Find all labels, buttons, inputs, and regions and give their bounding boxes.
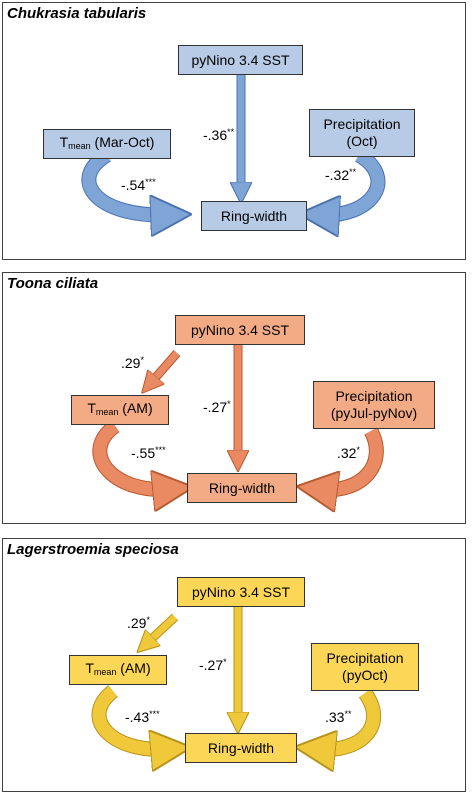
enso-label: pyNino 3.4 SST xyxy=(191,583,291,600)
species-title: Lagerstroemia speciosa xyxy=(7,541,179,558)
precipitation-box: Precipitation (pyJul-pyNov) xyxy=(313,381,435,429)
temp-prefix: T xyxy=(87,399,96,416)
temperature-box: Tmean (AM) xyxy=(69,655,167,685)
species-title: Chukrasia tabularis xyxy=(7,5,147,22)
precip-label: Precipitation xyxy=(335,388,413,404)
temp-prefix: T xyxy=(59,133,69,150)
path-arrows xyxy=(81,75,386,261)
temp-period: (AM) xyxy=(116,659,151,676)
panel-toona: Toona ciliata pyNino 3.4 SST Tmean (AM) … xyxy=(2,272,466,524)
ring-label: Ring-width xyxy=(208,479,276,496)
temp-subscript: mean xyxy=(95,406,119,417)
temp-subscript: mean xyxy=(68,140,91,151)
precip-period: (Oct) xyxy=(346,133,378,149)
temperature-box: Tmean (AM) xyxy=(71,395,169,425)
temp-subscript: mean xyxy=(93,666,117,677)
panel-chukrasia: Chukrasia tabularis pyNino 3.4 SST Tmean… xyxy=(2,2,466,260)
ring-width-box: Ring-width xyxy=(201,201,307,231)
precip-ring-coef: .33** xyxy=(325,709,352,725)
precipitation-box: Precipitation (Oct) xyxy=(309,109,415,157)
precip-period: (pyJul-pyNov) xyxy=(330,405,418,421)
ring-label: Ring-width xyxy=(220,207,288,224)
enso-box: pyNino 3.4 SST xyxy=(177,577,305,607)
enso-box: pyNino 3.4 SST xyxy=(175,315,305,345)
precip-ring-coef: -.32** xyxy=(325,167,357,183)
path-arrows xyxy=(91,607,382,793)
precip-label: Precipitation xyxy=(326,650,404,666)
path-arrows xyxy=(92,345,384,525)
temperature-box: Tmean (Mar-Oct) xyxy=(43,129,171,159)
enso-temp-coef: .29* xyxy=(127,615,150,631)
species-title: Toona ciliata xyxy=(7,275,99,292)
ring-width-box: Ring-width xyxy=(187,473,297,503)
precipitation-box: Precipitation (pyOct) xyxy=(311,643,419,691)
enso-temp-coef: .29* xyxy=(121,355,144,371)
enso-ring-coef: -.36** xyxy=(203,127,235,143)
temp-ring-coef: -.54*** xyxy=(121,177,156,193)
enso-ring-coef: -.27* xyxy=(203,399,231,415)
temp-ring-coef: -.55*** xyxy=(131,445,166,461)
enso-label: pyNino 3.4 SST xyxy=(191,51,290,68)
temp-ring-coef: -.43*** xyxy=(125,709,160,725)
panel-lagerstroemia: Lagerstroemia speciosa pyNino 3.4 SST Tm… xyxy=(2,538,466,792)
precip-label: Precipitation xyxy=(323,116,401,132)
ring-width-box: Ring-width xyxy=(185,733,297,763)
enso-box: pyNino 3.4 SST xyxy=(178,45,303,75)
enso-label: pyNino 3.4 SST xyxy=(190,321,290,338)
enso-ring-coef: -.27* xyxy=(199,657,227,673)
ring-label: Ring-width xyxy=(207,739,275,756)
temp-prefix: T xyxy=(85,659,94,676)
temp-period: (AM) xyxy=(118,399,153,416)
precip-period: (pyOct) xyxy=(342,667,388,683)
precip-ring-coef: .32* xyxy=(337,445,360,461)
temp-period: (Mar-Oct) xyxy=(90,133,155,150)
